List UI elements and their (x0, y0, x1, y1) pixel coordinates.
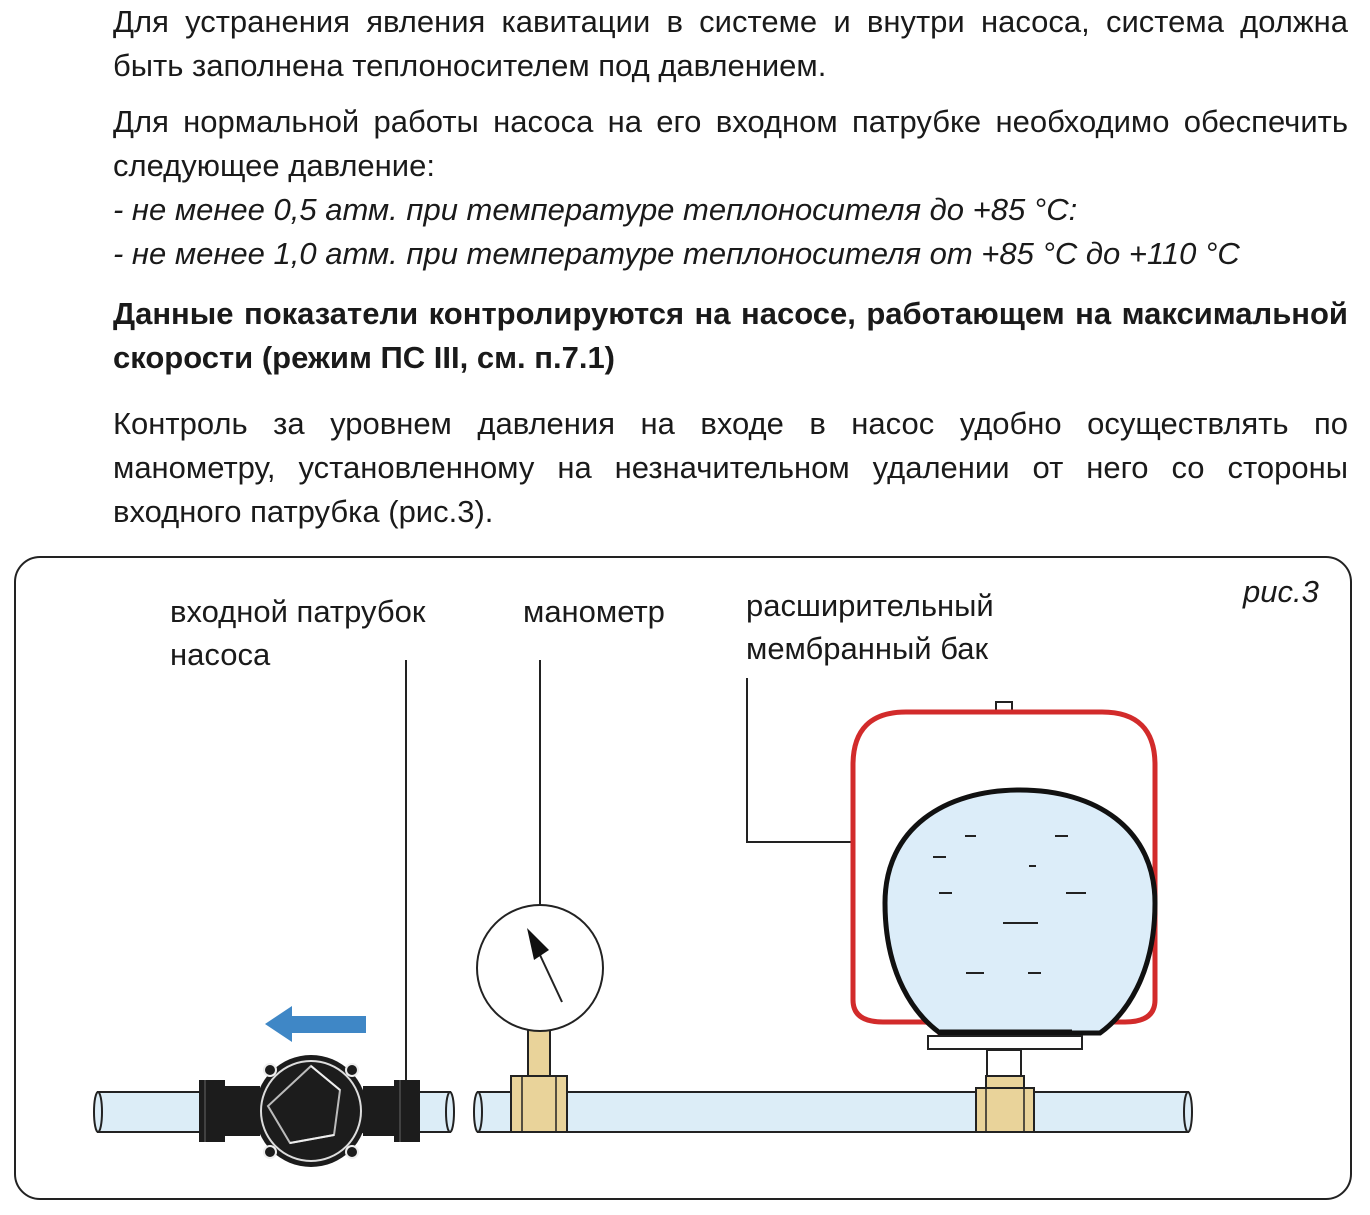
pressure-condition-1: - не менее 0,5 атм. при температуре тепл… (113, 192, 1078, 227)
label-manometer: манометр (523, 594, 665, 629)
paragraph-cavitation: Для устранения явления кавитации в систе… (113, 4, 1348, 83)
paragraph-max-speed-note: Данные показатели контролируются на насо… (113, 296, 1348, 375)
figure-frame (14, 556, 1352, 1200)
membrane-water-marks (933, 835, 1086, 974)
pressure-condition-2: - не менее 1,0 атм. при температуре тепл… (113, 236, 1240, 271)
paragraph-gauge-control: Контроль за уровнем давления на входе в … (113, 406, 1348, 529)
manometer-icon (476, 904, 604, 1133)
paragraph-pressure-intro: Для нормальной работы насоса на его вход… (113, 104, 1348, 183)
label-expansion-tank: расширительный мембранный бак (746, 588, 994, 666)
leader-tank (746, 678, 852, 843)
pipe-right (473, 1091, 1193, 1133)
figure-caption: рис.3 (1243, 574, 1319, 609)
expansion-tank-icon (850, 701, 1158, 1133)
circulation-pump-icon (199, 1055, 420, 1167)
label-inlet-pipe: входной патрубок насоса (170, 594, 426, 672)
flow-direction-arrow-icon (265, 1006, 366, 1042)
